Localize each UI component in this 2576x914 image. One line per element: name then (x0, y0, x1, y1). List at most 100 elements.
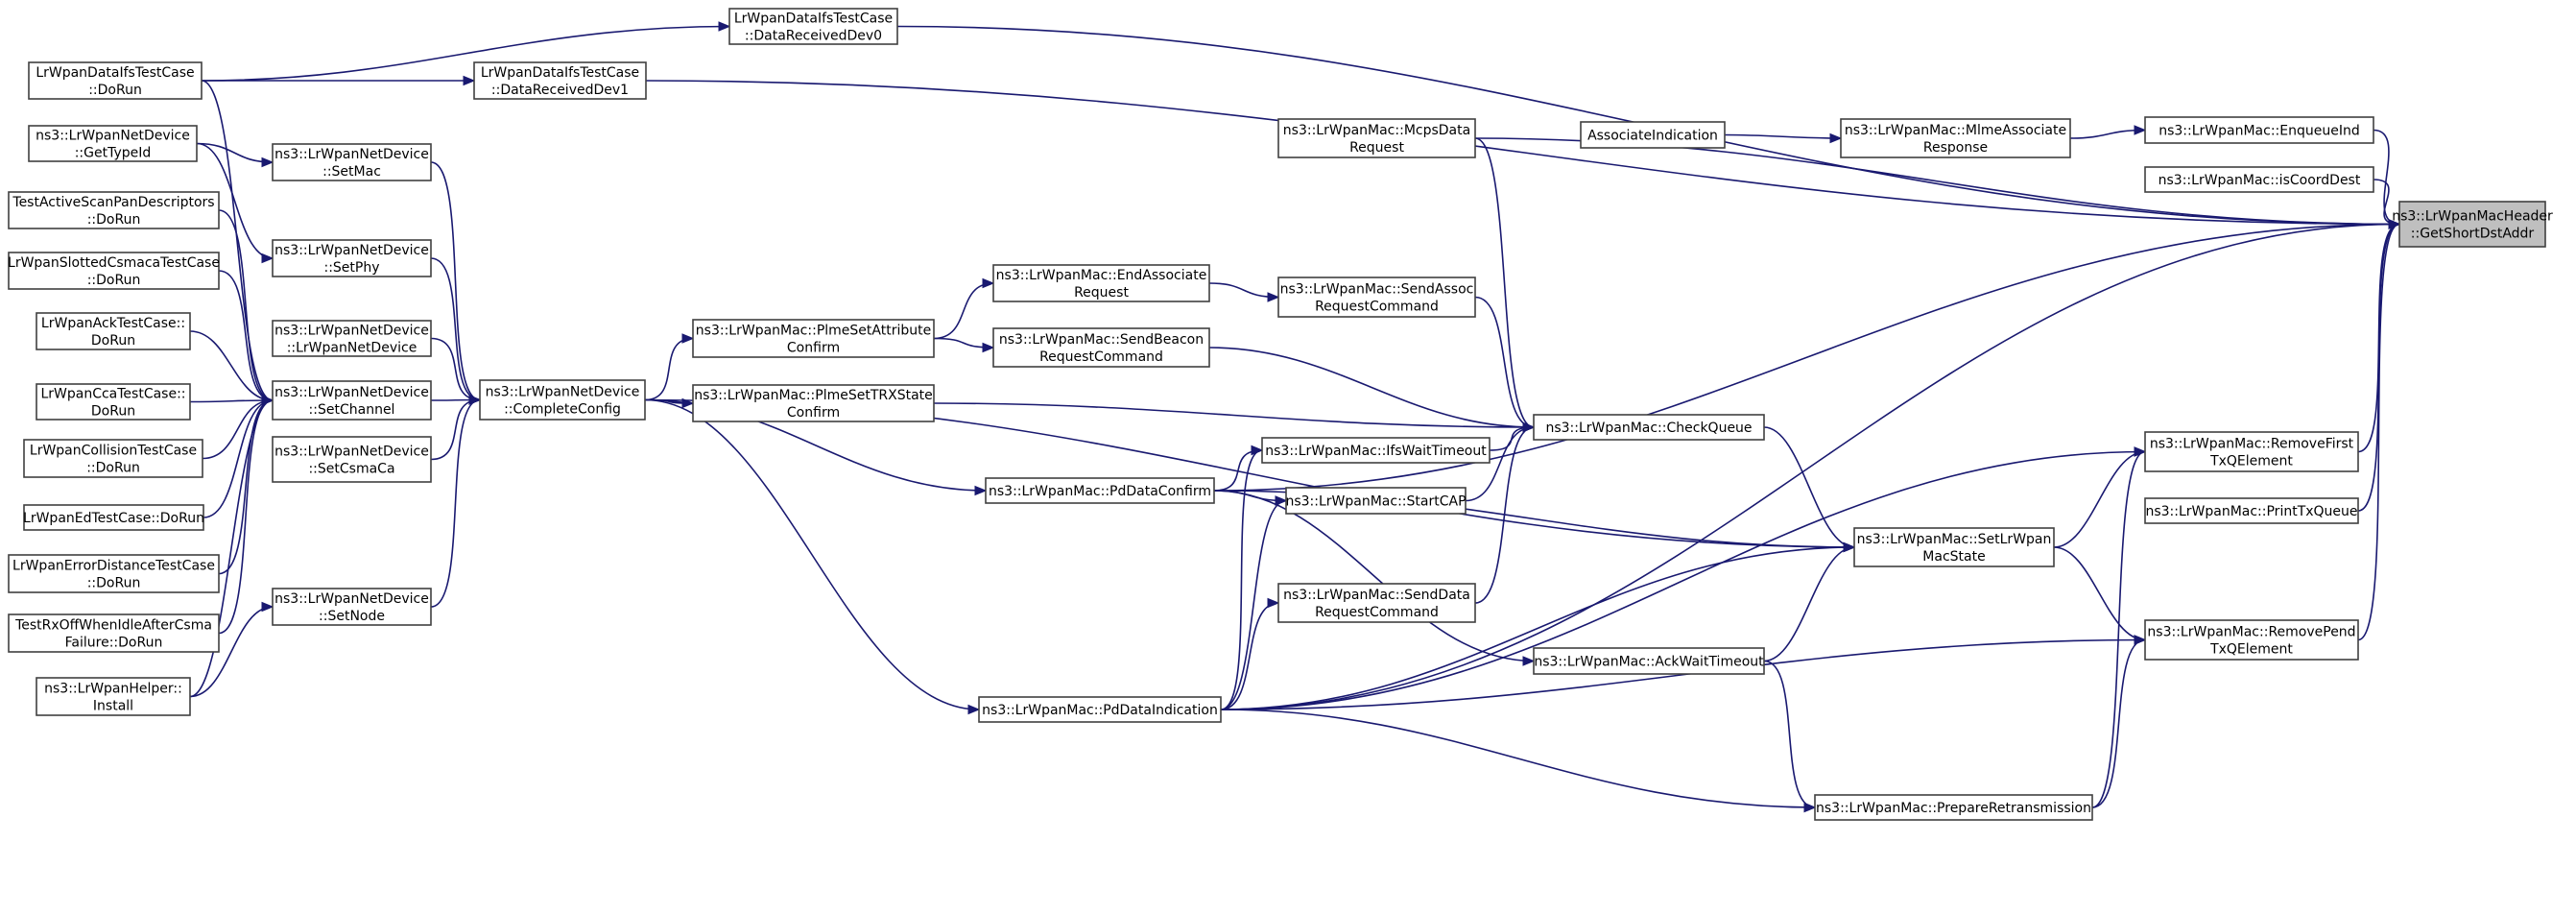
node-box-printtx[interactable] (2144, 497, 2359, 524)
node-box-ackwait[interactable] (1533, 647, 1765, 675)
node-box-pddataconfirm[interactable] (985, 477, 1215, 504)
node-label-ccatest-1: DoRun (91, 404, 135, 420)
node-box-plmesetattr[interactable] (692, 319, 935, 358)
node-box-install[interactable] (36, 677, 191, 716)
node-box-preparetx[interactable] (1814, 794, 2093, 821)
node-label-setstate-0: ns3::LrWpanMac::SetLrWpan (1857, 532, 2052, 547)
node-box-ifswait[interactable] (1261, 437, 1491, 464)
node-box-sendassoc[interactable] (1277, 277, 1476, 318)
node-box-setphy[interactable] (272, 239, 432, 277)
node-box-setcsmaca[interactable] (272, 436, 432, 483)
node-label-acktest-0: LrWpanAckTestCase:: (41, 316, 185, 331)
node-box-recv1[interactable] (473, 61, 647, 100)
node-box-setstate[interactable] (1853, 527, 2055, 567)
node-box-setmac[interactable] (272, 143, 432, 181)
edge-plmesetattr-to-endassoc (933, 282, 994, 340)
node-box-ctor[interactable] (272, 320, 432, 357)
node-box-collision[interactable] (23, 439, 203, 478)
node-box-dorun_ifs[interactable] (28, 61, 203, 100)
node-box-checkqueue[interactable] (1533, 414, 1765, 441)
node-box-activescan[interactable] (8, 191, 220, 229)
node-label-pddataconfirm-0: ns3::LrWpanMac::PdDataConfirm (989, 484, 1211, 499)
node-box-rxoff[interactable] (8, 613, 220, 653)
node-completecfg[interactable]: ns3::LrWpanNetDevice::CompleteConfig (479, 379, 646, 421)
edge-rxoff-to-setchannel (218, 399, 274, 635)
node-slotted[interactable]: LrWpanSlottedCsmacaTestCase::DoRun (8, 252, 220, 290)
node-dorun_ifs[interactable]: LrWpanDataIfsTestCase::DoRun (28, 61, 203, 100)
node-box-mcpsdata[interactable] (1277, 118, 1476, 158)
node-label-getshort-1: ::GetShortDstAddr (2411, 227, 2535, 242)
node-setnode[interactable]: ns3::LrWpanNetDevice::SetNode (272, 588, 432, 626)
node-collision[interactable]: LrWpanCollisionTestCase::DoRun (23, 439, 203, 478)
node-ccatest[interactable]: LrWpanCcaTestCase::DoRun (36, 383, 191, 421)
node-box-assocind[interactable] (1580, 121, 1726, 149)
node-enqueueind[interactable]: ns3::LrWpanMac::EnqueueInd (2144, 116, 2374, 144)
node-ctor[interactable]: ns3::LrWpanNetDevice::LrWpanNetDevice (272, 320, 432, 357)
node-errdist[interactable]: LrWpanErrorDistanceTestCase::DoRun (8, 554, 220, 593)
node-box-enqueueind[interactable] (2144, 116, 2374, 144)
node-activescan[interactable]: TestActiveScanPanDescriptors::DoRun (8, 191, 220, 229)
node-setcsmaca[interactable]: ns3::LrWpanNetDevice::SetCsmaCa (272, 436, 432, 483)
node-pddataind[interactable]: ns3::LrWpanMac::PdDataIndication (978, 696, 1222, 723)
node-pddataconfirm[interactable]: ns3::LrWpanMac::PdDataConfirm (985, 477, 1215, 504)
node-label-completecfg-0: ns3::LrWpanNetDevice (486, 385, 640, 400)
node-ifswait[interactable]: ns3::LrWpanMac::IfsWaitTimeout (1261, 437, 1491, 464)
node-recv1[interactable]: LrWpanDataIfsTestCase::DataReceivedDev1 (473, 61, 647, 100)
node-preparetx[interactable]: ns3::LrWpanMac::PrepareRetransmission (1814, 794, 2093, 821)
node-acktest[interactable]: LrWpanAckTestCase::DoRun (36, 312, 191, 350)
node-setphy[interactable]: ns3::LrWpanNetDevice::SetPhy (272, 239, 432, 277)
node-box-plmesettrx[interactable] (692, 384, 935, 422)
node-ackwait[interactable]: ns3::LrWpanMac::AckWaitTimeout (1533, 647, 1765, 675)
node-setmac[interactable]: ns3::LrWpanNetDevice::SetMac (272, 143, 432, 181)
node-box-mlmeassoc[interactable] (1840, 118, 2071, 158)
node-box-edtest[interactable] (23, 504, 204, 531)
node-edtest[interactable]: LrWpanEdTestCase::DoRun (23, 504, 204, 531)
node-setchannel[interactable]: ns3::LrWpanNetDevice::SetChannel (272, 380, 432, 421)
node-startcap[interactable]: ns3::LrWpanMac::StartCAP (1285, 487, 1467, 515)
node-install[interactable]: ns3::LrWpanHelper::Install (36, 677, 191, 716)
node-getshort[interactable]: ns3::LrWpanMacHeader::GetShortDstAddr (2392, 201, 2553, 248)
node-box-errdist[interactable] (8, 554, 220, 593)
node-box-iscoord[interactable] (2144, 166, 2374, 193)
node-box-recv0[interactable] (728, 8, 898, 45)
edge-pddataind-to-ifswait (1220, 449, 1263, 710)
node-box-acktest[interactable] (36, 312, 191, 350)
node-box-ccatest[interactable] (36, 383, 191, 421)
node-box-startcap[interactable] (1285, 487, 1467, 515)
node-box-senddata[interactable] (1277, 583, 1476, 623)
node-box-setchannel[interactable] (272, 380, 432, 421)
node-box-sendbeacon[interactable] (992, 327, 1210, 368)
node-box-gettypeid[interactable] (28, 125, 198, 162)
node-box-getshort[interactable] (2398, 201, 2546, 248)
arrowhead-install-to-setchannel (261, 395, 274, 406)
node-box-slotted[interactable] (8, 252, 220, 290)
node-label-setcsmaca-0: ns3::LrWpanNetDevice (274, 445, 429, 460)
node-label-endassoc-0: ns3::LrWpanMac::EndAssociate (996, 268, 1207, 283)
node-box-setnode[interactable] (272, 588, 432, 626)
edge-ackwait-to-preparetx (1763, 660, 1816, 808)
node-box-pddataind[interactable] (978, 696, 1222, 723)
node-box-completecfg[interactable] (479, 379, 646, 421)
node-recv0[interactable]: LrWpanDataIfsTestCase::DataReceivedDev0 (728, 8, 898, 45)
node-label-ifswait-0: ns3::LrWpanMac::IfsWaitTimeout (1265, 444, 1487, 459)
node-assocind[interactable]: AssociateIndication (1580, 121, 1726, 149)
node-box-removefirst[interactable] (2144, 431, 2359, 472)
node-checkqueue[interactable]: ns3::LrWpanMac::CheckQueue (1533, 414, 1765, 441)
node-printtx[interactable]: ns3::LrWpanMac::PrintTxQueue (2144, 497, 2359, 524)
node-gettypeid[interactable]: ns3::LrWpanNetDevice::GetTypeId (28, 125, 198, 162)
node-box-endassoc[interactable] (992, 264, 1210, 302)
node-iscoord[interactable]: ns3::LrWpanMac::isCoordDest (2144, 166, 2374, 193)
node-box-removepend[interactable] (2144, 619, 2359, 661)
